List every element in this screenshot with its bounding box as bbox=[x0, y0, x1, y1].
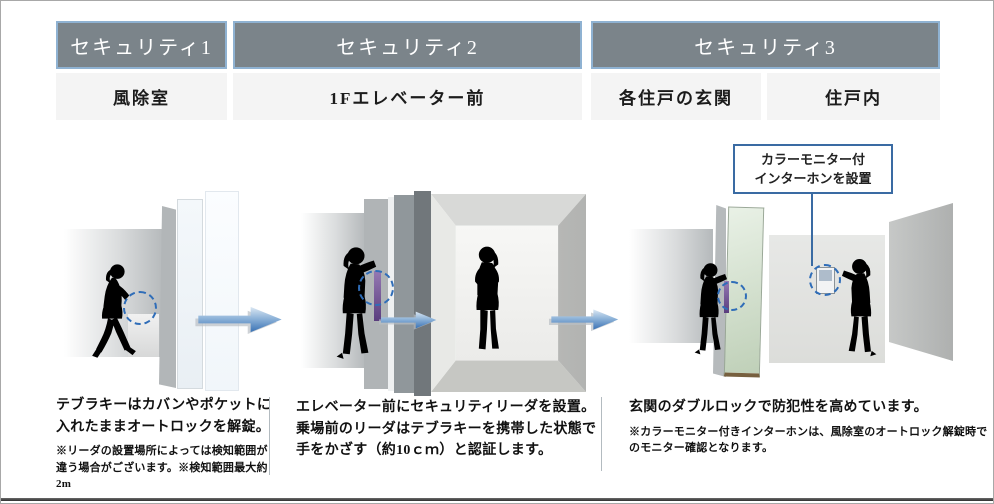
glass-door-panel bbox=[205, 191, 239, 391]
detection-circle-icon bbox=[123, 291, 157, 325]
wall-panel bbox=[629, 229, 713, 343]
detection-circle-icon bbox=[358, 270, 394, 306]
flow-arrow-icon bbox=[195, 306, 282, 335]
bottom-border-bar bbox=[1, 498, 993, 501]
caption-security1: テブラキーはカバンやポケットに 入れたままオートロックを解錠。 ※リーダの設置場… bbox=[56, 395, 271, 493]
elevator-wall-stripe bbox=[394, 195, 414, 393]
flow-arrow-icon bbox=[549, 309, 619, 332]
illustration-unit bbox=[629, 193, 961, 391]
security3-header: セキュリティ3 bbox=[591, 21, 940, 69]
location-unit-entrance: 各住戸の玄関 bbox=[591, 73, 761, 120]
location-1f-elevator: 1Fエレベーター前 bbox=[233, 73, 582, 120]
caption-security3: 玄関のダブルロックで防犯性を高めています。 ※カラーモニター付きインターホンは、… bbox=[629, 397, 987, 457]
cab-ceiling bbox=[431, 194, 586, 226]
security3-title: セキュリティ3 bbox=[694, 36, 837, 59]
caption2-text: エレベーター前にセキュリティリーダを設置。 乗場前のリーダはテブラキーを携帯した… bbox=[296, 400, 597, 459]
caption1-note: ※リーダの設置場所によっては検知範囲が 違う場合がございます。※検知範囲最大約 … bbox=[56, 445, 268, 491]
location-inside-unit: 住戸内 bbox=[767, 73, 940, 120]
elevator-wall-stripe bbox=[414, 191, 431, 396]
security1-title: セキュリティ1 bbox=[70, 36, 213, 59]
person-silhouette-standing bbox=[475, 246, 500, 350]
illustration-wind-lobby bbox=[56, 191, 291, 391]
elevator-cab bbox=[431, 194, 586, 392]
cab-floor bbox=[431, 360, 586, 392]
detection-circle-icon bbox=[717, 281, 747, 311]
flow-arrow-icon bbox=[379, 311, 437, 330]
callout-connector-line bbox=[811, 194, 813, 266]
illustration-elevator bbox=[301, 191, 586, 396]
door-frame bbox=[159, 206, 176, 388]
caption3-text: 玄関のダブルロックで防犯性を高めています。 bbox=[629, 400, 928, 415]
person-silhouette-at-door bbox=[694, 263, 727, 355]
cab-back-wall bbox=[455, 225, 559, 361]
caption3-note: ※カラーモニター付きインターホンは、風除室のオートロック解錠時で のモニター確認… bbox=[629, 425, 988, 455]
security2-header: セキュリティ2 bbox=[233, 21, 582, 69]
detection-circle-icon bbox=[809, 264, 841, 296]
location-wind-lobby: 風除室 bbox=[56, 73, 227, 120]
right-wall-panel bbox=[889, 203, 953, 361]
caption-divider bbox=[601, 397, 602, 471]
cab-left-wall bbox=[431, 194, 456, 392]
cab-right-wall bbox=[558, 194, 586, 392]
security2-title: セキュリティ2 bbox=[336, 36, 479, 59]
security1-header: セキュリティ1 bbox=[56, 21, 227, 69]
callout-box: カラーモニター付 インターホンを設置 bbox=[733, 144, 893, 194]
caption-divider bbox=[269, 397, 270, 475]
caption-security2: エレベーター前にセキュリティリーダを設置。 乗場前のリーダはテブラキーを携帯した… bbox=[296, 397, 596, 462]
caption1-text: テブラキーはカバンやポケットに 入れたままオートロックを解錠。 bbox=[56, 398, 272, 435]
glass-door-panel bbox=[177, 199, 203, 389]
